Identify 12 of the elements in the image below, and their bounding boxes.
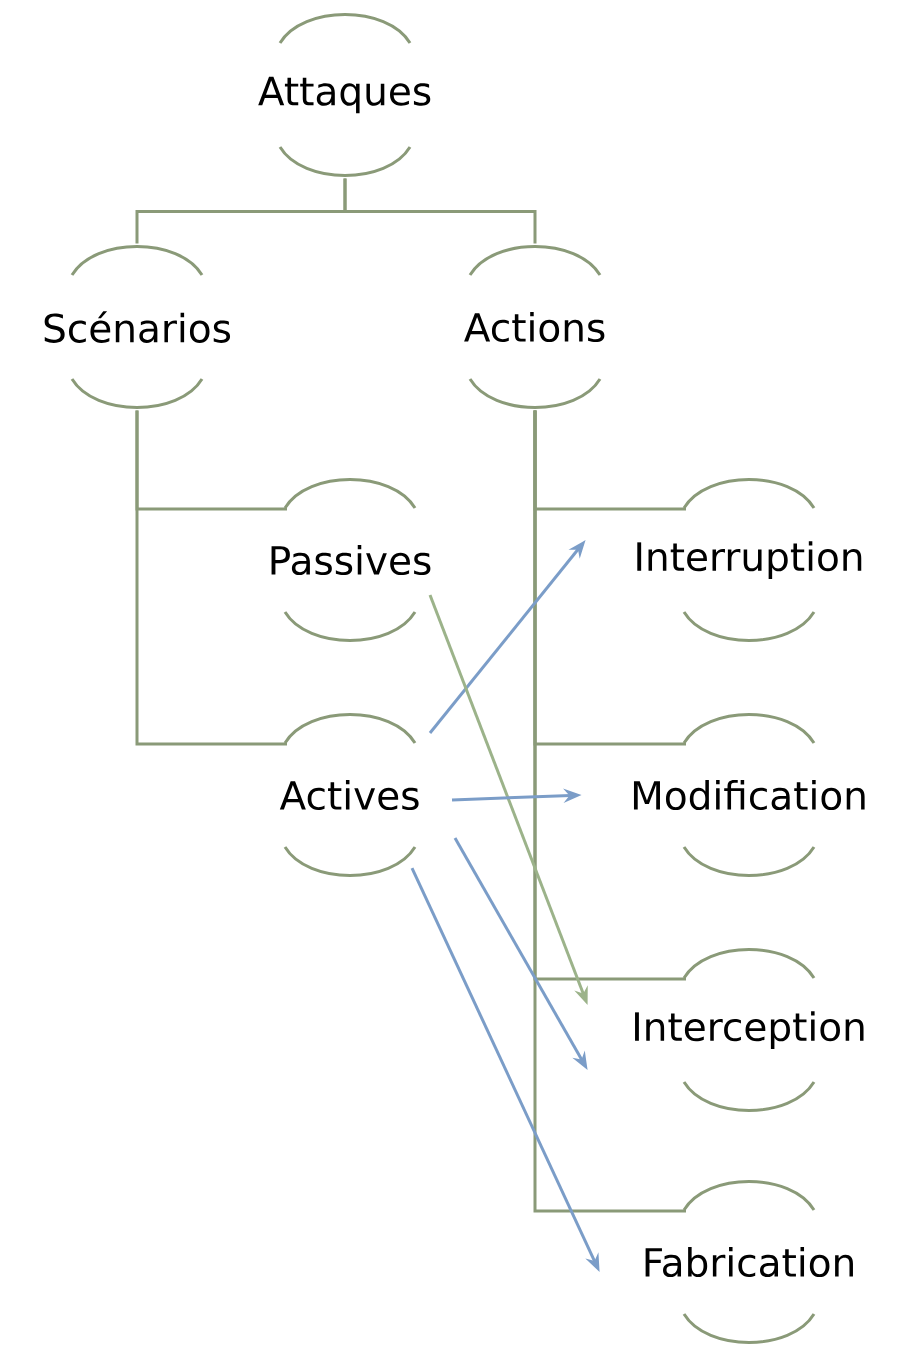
arc-node: Interception: [635, 948, 864, 1112]
arc-node: Actions: [464, 245, 605, 409]
connector-line: [135, 410, 287, 746]
arc-node: Fabrication: [645, 1180, 853, 1344]
arc-node: Scénarios: [44, 245, 231, 409]
arc-node: Modification: [633, 713, 865, 877]
arc-node: Actives: [279, 713, 419, 877]
connector-line: [533, 410, 686, 1213]
arc-node: Passives: [271, 478, 431, 642]
arc-node: Attaques: [258, 13, 431, 177]
arc-node: Interruption: [637, 478, 862, 642]
connector-line: [343, 178, 537, 244]
